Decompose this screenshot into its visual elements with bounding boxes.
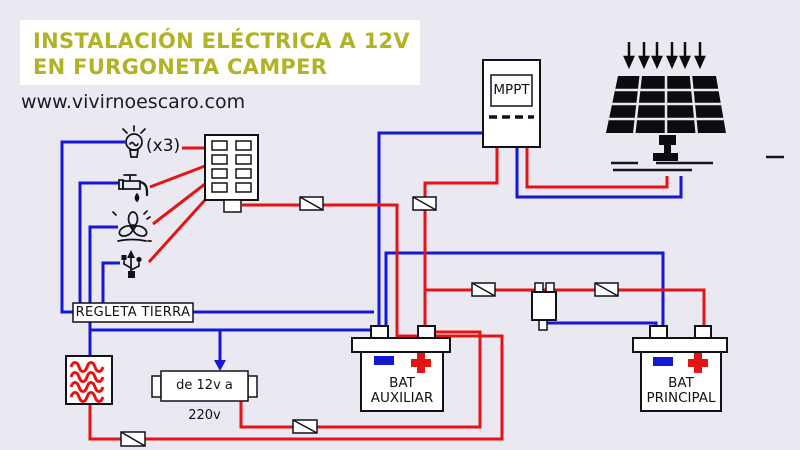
fuses bbox=[120, 196, 619, 447]
website-url: www.vivirnoescaro.com bbox=[21, 91, 246, 113]
negative-wires bbox=[60, 131, 683, 371]
lights-count-label: (x3) bbox=[146, 136, 181, 156]
ground-strip-label: REGLETA TIERRA bbox=[75, 305, 191, 320]
wire-usb-positive bbox=[147, 198, 207, 264]
solar-panel-icon bbox=[606, 42, 784, 172]
wire-fan-negative bbox=[88, 225, 118, 303]
title-line-1: INSTALACIÓN ELÉCTRICA A 12V bbox=[33, 29, 410, 53]
title-line-2: EN FURGONETA CAMPER bbox=[33, 55, 328, 79]
light-bulb-icon bbox=[122, 125, 146, 158]
wire-pump-negative bbox=[78, 181, 119, 303]
wire-pump-positive bbox=[149, 164, 206, 189]
wire-solar-negative bbox=[515, 147, 683, 199]
usb-icon bbox=[121, 250, 142, 278]
wire-lights-negative bbox=[60, 140, 125, 314]
battery-main bbox=[632, 325, 728, 412]
minus-symbol bbox=[653, 357, 673, 366]
wire-fusebox-heater-positive bbox=[88, 203, 504, 441]
wire-relay-negative bbox=[543, 321, 658, 331]
fan-icon bbox=[112, 210, 152, 242]
inverter-box bbox=[151, 370, 258, 402]
wire-mppt-negative bbox=[377, 131, 483, 330]
mppt-controller-icon bbox=[482, 59, 541, 148]
mppt-label: MPPT bbox=[493, 82, 530, 98]
relay-icon bbox=[531, 282, 557, 331]
battery-auxiliary-label: BAT AUXILIAR bbox=[370, 375, 434, 406]
minus-symbol bbox=[374, 356, 394, 365]
fuse-icon bbox=[412, 196, 437, 211]
sun-arrows bbox=[623, 42, 706, 70]
wire-solar-positive bbox=[525, 147, 669, 189]
fuse-box-icon bbox=[204, 134, 259, 213]
ground-strip-box bbox=[72, 302, 194, 323]
plus-symbol bbox=[411, 353, 431, 373]
battery-auxiliary bbox=[351, 325, 451, 412]
fuse-icon bbox=[292, 419, 318, 434]
plus-symbol bbox=[688, 353, 708, 373]
fuse-icon bbox=[471, 282, 496, 297]
fuse-icon bbox=[120, 431, 146, 447]
positive-wires bbox=[88, 146, 706, 441]
wire-usb-negative bbox=[101, 261, 120, 303]
fuse-icon bbox=[299, 196, 324, 211]
ground-lines bbox=[611, 155, 784, 172]
wire-fan-positive bbox=[152, 182, 206, 226]
heater-coil-icon bbox=[65, 355, 113, 405]
battery-main-label: BAT PRINCIPAL bbox=[646, 375, 716, 406]
wire-relay-positive bbox=[425, 288, 706, 330]
fuse-icon bbox=[594, 282, 619, 297]
title-banner: INSTALACIÓN ELÉCTRICA A 12V EN FURGONETA… bbox=[20, 20, 420, 85]
inverter-label: de 12v a 220v bbox=[176, 378, 233, 423]
solar-panel-stand bbox=[653, 135, 678, 161]
wire-mppt-positive bbox=[423, 147, 499, 330]
water-tap-icon bbox=[118, 174, 149, 203]
inverter-arrowhead bbox=[214, 360, 226, 371]
wire-inverter-positive bbox=[239, 330, 482, 429]
